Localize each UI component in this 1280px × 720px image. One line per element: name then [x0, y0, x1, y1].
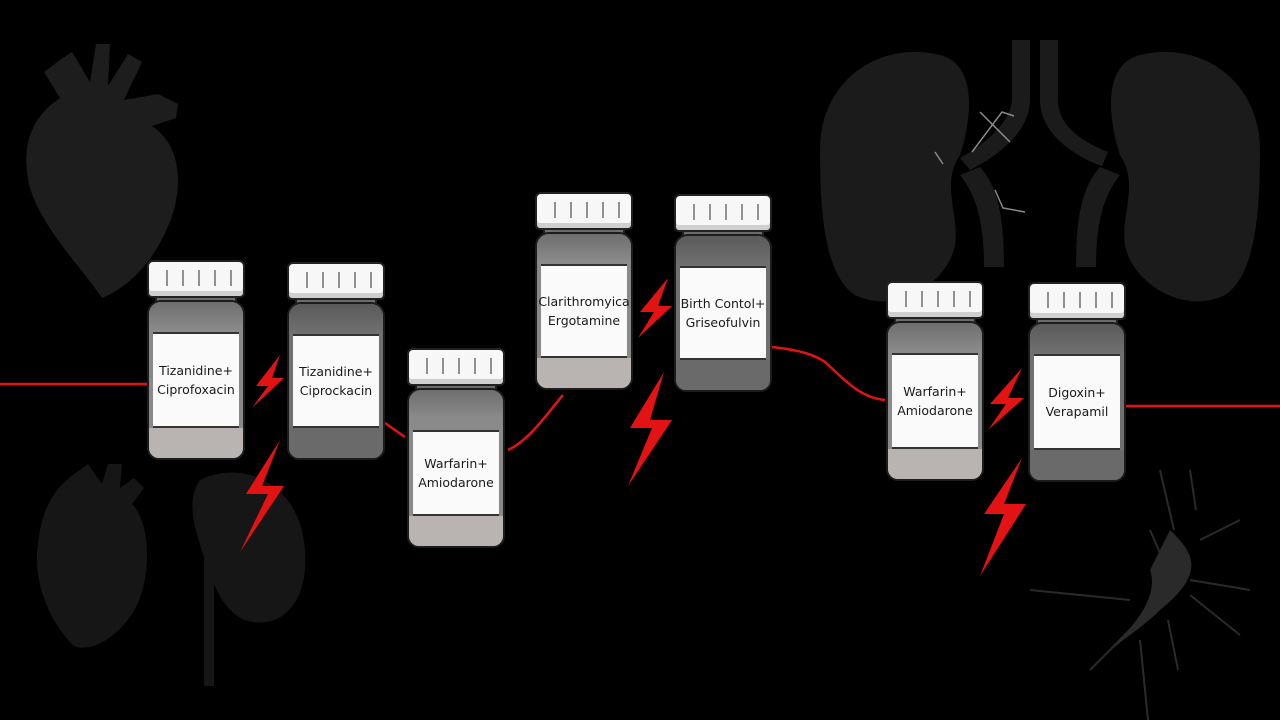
drug-name-2: Ergotamine	[547, 313, 621, 328]
vial-label: Tizanidine+ Ciprockacin	[293, 334, 379, 428]
medication-vial: Clarithromyica Ergotamine	[535, 192, 633, 390]
medication-vial: Tizanidine+ Ciprockacin	[287, 262, 385, 460]
vial-cap	[535, 192, 633, 230]
vial-label: Warfarin+ Amiodarone	[413, 430, 499, 516]
medication-vial: Birth Contol+ Griseofulvin	[674, 194, 772, 392]
drug-name-1: Warfarin+	[903, 384, 967, 399]
drug-name-2: Verapamil	[1045, 404, 1109, 419]
heart-icon	[36, 464, 147, 648]
vial-cap	[674, 194, 772, 232]
vial-label: Birth Contol+ Griseofulvin	[680, 266, 766, 360]
medication-vial: Tizanidine+ Ciprofoxacin	[147, 260, 245, 460]
drug-name-2: Amiodarone	[897, 403, 973, 418]
medication-vial: Digoxin+ Verapamil	[1028, 282, 1126, 482]
heart-icon	[26, 44, 178, 298]
drug-name-2: Ciprockacin	[299, 383, 373, 398]
vial-cap	[1028, 282, 1126, 320]
kidney-annotation-lines	[934, 111, 1026, 213]
vial-label: Tizanidine+ Ciprofoxacin	[153, 332, 239, 428]
drug-name-1: Tizanidine+	[159, 363, 233, 378]
vial-label: Warfarin+ Amiodarone	[892, 353, 978, 449]
vial-cap	[287, 262, 385, 300]
drug-name-2: Amiodarone	[418, 475, 494, 490]
vial-label: Clarithromyica Ergotamine	[538, 264, 630, 358]
drug-name-2: Griseofulvin	[685, 315, 761, 330]
drug-name-1: Birth Contol+	[680, 296, 766, 311]
vial-cap	[147, 260, 245, 298]
drug-name-1: Digoxin+	[1048, 385, 1106, 400]
drug-name-1: Clarithromyica	[538, 294, 630, 309]
vial-label: Digoxin+ Verapamil	[1034, 354, 1120, 450]
vial-cap	[886, 281, 984, 319]
medication-vial: Warfarin+ Amiodarone	[407, 348, 505, 548]
drug-name-1: Tizanidine+	[299, 364, 373, 379]
vial-cap	[407, 348, 505, 386]
kidneys-icon	[820, 40, 1260, 302]
medication-vial: Warfarin+ Amiodarone	[886, 281, 984, 481]
neuron-body	[1100, 530, 1192, 660]
drug-name-2: Ciprofoxacin	[157, 382, 235, 397]
drug-name-1: Warfarin+	[424, 456, 488, 471]
